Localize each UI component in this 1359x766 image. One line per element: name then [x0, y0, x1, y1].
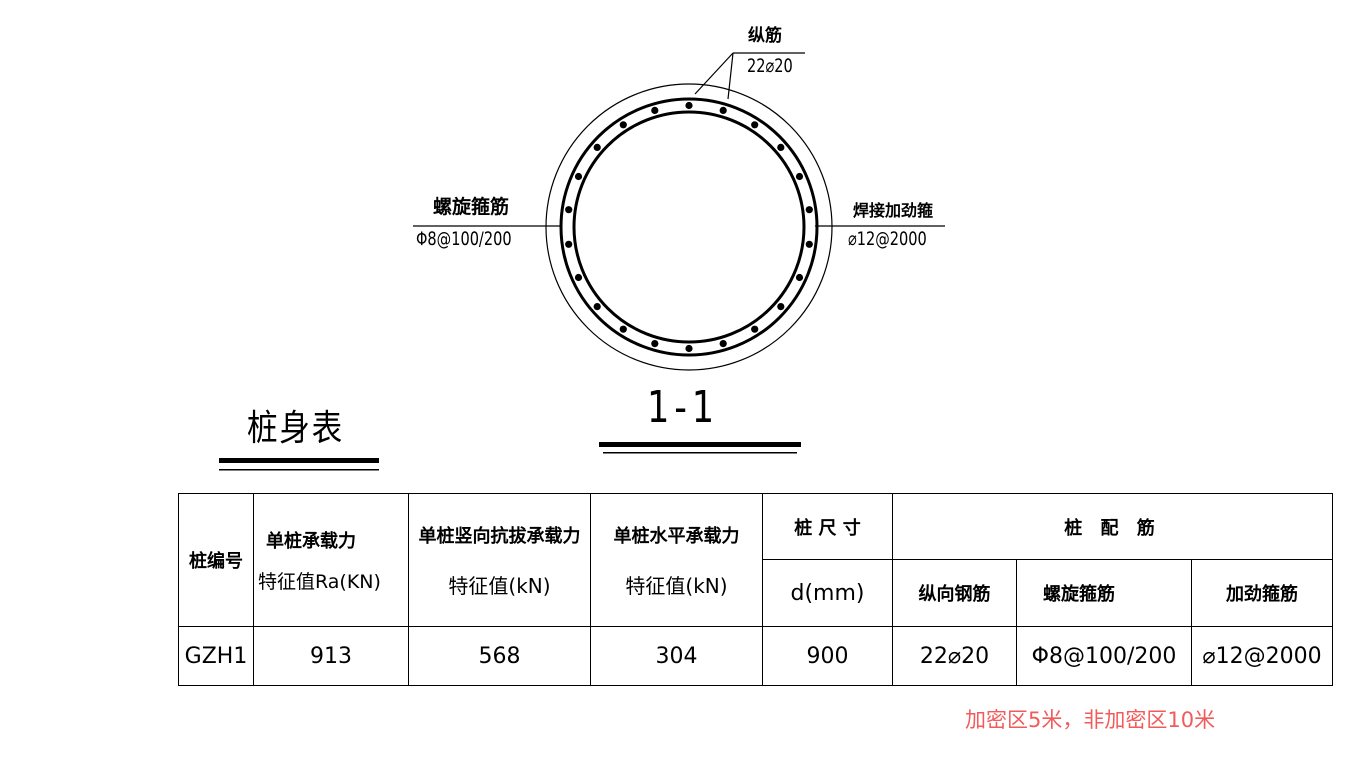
- rebar-dot: [651, 106, 659, 114]
- header-spiral: 螺旋箍筋: [1016, 559, 1192, 627]
- section-title: 1-1: [647, 382, 719, 433]
- cell-diameter: 900: [762, 626, 893, 686]
- welded-stiffener-label: 焊接加劲箍: [853, 201, 934, 220]
- rebar-dot: [574, 273, 583, 282]
- rebar-dot: [651, 340, 659, 348]
- leader-line: [694, 52, 734, 95]
- pile-outer-edge: [545, 83, 833, 371]
- table-title: 桩身表: [247, 408, 344, 449]
- longitudinal-bar-spec: 22⌀20: [747, 55, 793, 77]
- rebar-dot: [805, 206, 813, 214]
- header-horizontal: 单桩水平承载力 特征值(kN): [590, 493, 763, 627]
- header-longitudinal: 纵向钢筋: [892, 559, 1017, 627]
- rebar-dot: [565, 206, 573, 214]
- rebar-dot: [619, 121, 627, 129]
- stiffener-ring: [572, 110, 806, 344]
- rebar-dot: [565, 240, 573, 248]
- header-bearing-line2: 特征值Ra(KN): [258, 570, 381, 593]
- cell-pile-id: GZH1: [178, 626, 254, 686]
- rebar-dot: [593, 143, 601, 151]
- title-underline-thick: [219, 458, 379, 463]
- rebar-dot: [574, 172, 583, 181]
- rebar-dot: [719, 340, 727, 348]
- cell-stiffener: ⌀12@2000: [1191, 626, 1333, 686]
- rebar-dot: [751, 121, 759, 129]
- section-underline-thin: [603, 452, 797, 454]
- cell-horizontal: 304: [590, 626, 763, 686]
- cell-longitudinal: 22⌀20: [892, 626, 1017, 686]
- rebar-dot: [719, 106, 727, 114]
- rebar-dot: [751, 325, 759, 333]
- rebar-dot: [685, 344, 693, 353]
- cell-bearing: 913: [253, 626, 409, 686]
- header-uplift-line2: 特征值(kN): [448, 573, 551, 598]
- rebar-dot: [777, 143, 785, 151]
- header-bearing-line1: 单桩承载力: [266, 530, 356, 552]
- leader-line: [727, 52, 734, 100]
- header-uplift: 单桩竖向抗拔承载力 特征值(kN): [408, 493, 591, 627]
- header-horizontal-line1: 单桩水平承载力: [613, 525, 740, 547]
- longitudinal-bar-label: 纵筋: [748, 26, 782, 46]
- header-reinforcement: 桩 配 筋: [892, 493, 1333, 560]
- header-uplift-line1: 单桩竖向抗拔承载力: [418, 525, 581, 547]
- welded-stiffener-spec: ⌀12@2000: [848, 228, 927, 250]
- header-stiffener: 加劲箍筋: [1191, 559, 1333, 627]
- rebar-dot: [619, 325, 627, 333]
- rebar-dot: [795, 273, 804, 282]
- header-diameter: d(mm): [762, 559, 893, 627]
- spiral-stirrup-ring: [559, 97, 819, 357]
- table-row: GZH1 913 568 304 900 22⌀20 Φ8@100/200 ⌀1…: [178, 626, 1333, 686]
- header-pile-id: 桩编号: [178, 493, 254, 627]
- rebar-dot: [593, 303, 601, 311]
- header-size: 桩 尺 寸: [762, 493, 893, 560]
- spiral-stirrup-spec: Φ8@100/200: [416, 228, 512, 250]
- cell-spiral: Φ8@100/200: [1016, 626, 1192, 686]
- rebar-dot: [685, 101, 693, 110]
- header-horizontal-line2: 特征值(kN): [625, 573, 728, 598]
- pile-table: 桩编号 单桩承载力 特征值Ra(KN) 单桩竖向抗拔承载力 特征值(kN) 单桩…: [178, 493, 1333, 686]
- longitudinal-bars: [565, 101, 813, 353]
- cell-uplift: 568: [408, 626, 591, 686]
- section-underline-thick: [599, 442, 801, 447]
- rebar-dot: [777, 303, 785, 311]
- spiral-stirrup-label: 螺旋箍筋: [433, 196, 510, 218]
- title-underline-thin: [219, 469, 379, 471]
- header-bearing: 单桩承载力 特征值Ra(KN): [253, 493, 409, 627]
- rebar-dot: [805, 240, 813, 248]
- rebar-dot: [795, 172, 804, 181]
- density-note: 加密区5米，非加密区10米: [965, 708, 1216, 732]
